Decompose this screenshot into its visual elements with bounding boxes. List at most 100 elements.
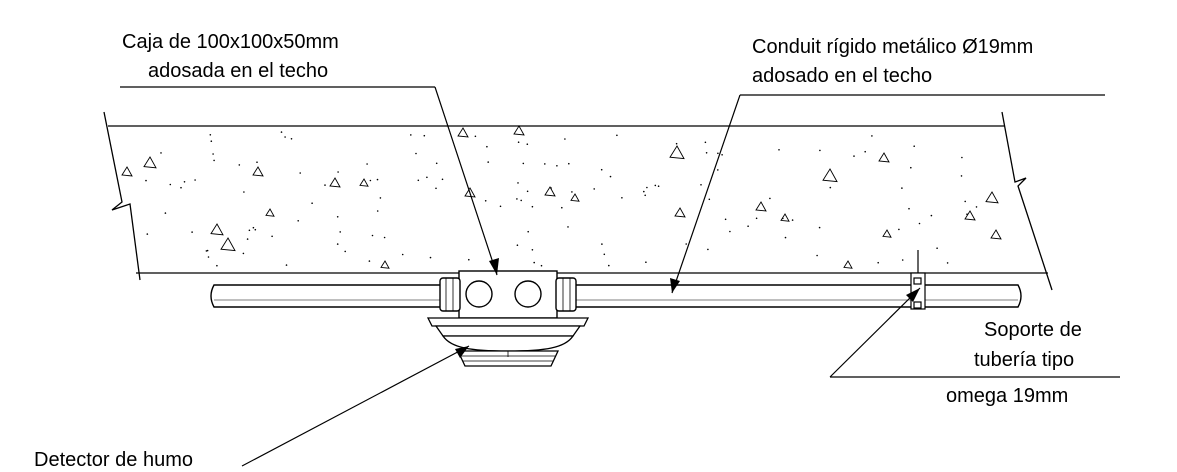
aggregate-dot [205, 250, 208, 252]
aggregate-dot [324, 184, 326, 186]
aggregate-dot [533, 261, 535, 264]
aggregate-dot [645, 261, 647, 264]
aggregate-dot [531, 205, 534, 208]
junction-box [439, 270, 577, 319]
aggregate-dot [600, 168, 603, 171]
aggregate-dot [930, 214, 933, 217]
aggregate-dot [608, 264, 610, 267]
aggregate-dot [901, 259, 904, 261]
aggregate-dot [621, 197, 623, 199]
aggregate-dot [601, 243, 603, 245]
aggregate-dot [423, 134, 426, 137]
aggregate-mark [669, 145, 685, 160]
aggregate-dot [369, 179, 372, 182]
aggregate-mark [755, 201, 767, 212]
aggregate-dot [898, 228, 900, 231]
aggregate-dot [517, 182, 519, 184]
aggregate-dot [561, 206, 563, 209]
aggregate-dot [516, 244, 519, 246]
aggregate-dot [209, 134, 212, 136]
aggregate-dot [376, 178, 379, 181]
aggregate-dot [169, 183, 172, 186]
smoke-detector [426, 317, 590, 367]
aggregate-dot [336, 243, 339, 245]
aggregate-dot [160, 152, 162, 154]
aggregate-dot [183, 181, 186, 183]
aggregate-dot [344, 250, 347, 253]
aggregate-dot [782, 217, 784, 220]
aggregate-mark [265, 208, 275, 217]
aggregate-dot [717, 169, 719, 171]
aggregate-dot [285, 264, 288, 266]
aggregate-mark [780, 213, 790, 222]
aggregate-dot [207, 256, 210, 258]
aggregate-mark [822, 168, 838, 183]
aggregate-mark [990, 229, 1002, 240]
box-label-line1: Caja de 100x100x50mm [122, 31, 339, 53]
aggregate-dot [646, 186, 648, 189]
aggregate-mark [359, 178, 369, 187]
aggregate-dot [829, 186, 832, 189]
aggregate-dot [429, 256, 432, 259]
aggregate-dot [643, 190, 645, 193]
aggregate-dot [248, 229, 251, 232]
aggregate-dot [654, 184, 657, 187]
aggregate-dot [194, 179, 196, 181]
aggregate-dot [961, 156, 963, 159]
aggregate-dot [567, 226, 569, 228]
aggregate-dot [238, 164, 241, 166]
aggregate-dot [755, 217, 758, 220]
aggregate-dot [901, 187, 903, 189]
aggregate-dot [254, 228, 257, 231]
aggregate-dot [717, 152, 719, 155]
aggregate-dot [544, 163, 546, 165]
aggregate-dot [871, 135, 873, 137]
aggregate-dot [145, 179, 147, 182]
aggregate-mark [210, 223, 224, 236]
aggregate-mark [513, 125, 525, 136]
detector-label: Detector de humo [34, 449, 193, 471]
aggregate-dot [243, 191, 245, 193]
aggregate-dot [853, 155, 855, 157]
aggregate-dot [180, 186, 182, 189]
aggregate-dot [368, 260, 371, 262]
aggregate-dot [593, 188, 595, 190]
support-label-line1: Soporte de [984, 319, 1082, 341]
aggregate-dot [376, 210, 379, 212]
aggregate-mark [220, 237, 236, 252]
aggregate-dot [516, 198, 518, 200]
aggregate-dot [517, 141, 520, 143]
aggregate-dot [564, 138, 566, 140]
aggregate-mark [964, 210, 976, 221]
aggregate-mark [878, 152, 890, 163]
aggregate-dot [522, 162, 525, 165]
aggregate-dot [339, 231, 342, 233]
aggregate-dot [918, 222, 921, 225]
aggregate-dot [280, 131, 283, 133]
aggregate-dot [410, 134, 412, 136]
aggregate-dot [311, 202, 313, 204]
aggregate-dot [644, 194, 646, 197]
aggregate-dot [700, 184, 702, 186]
aggregate-dot [383, 236, 386, 239]
aggregate-dot [256, 161, 258, 163]
aggregate-dot [401, 253, 404, 256]
aggregate-dot [769, 197, 771, 200]
conduit-label-line1: Conduit rígido metálico Ø19mm [752, 36, 1033, 58]
aggregate-dot [379, 197, 382, 199]
aggregate-dot [964, 200, 966, 203]
aggregate-dot [721, 154, 723, 156]
aggregate-dot [568, 162, 570, 165]
aggregate-dot [908, 207, 910, 210]
box-label-line2: adosada en el techo [148, 60, 328, 82]
aggregate-dot [435, 162, 438, 165]
aggregate-dot [946, 262, 949, 264]
aggregate-dot [818, 226, 821, 229]
aggregate-dot [707, 248, 709, 251]
aggregate-dot [210, 140, 213, 142]
aggregate-dot [487, 161, 490, 163]
aggregate-dot [791, 219, 794, 221]
aggregate-dot [426, 176, 428, 179]
aggregate-dot [146, 233, 149, 235]
aggregate-dot [708, 198, 711, 201]
